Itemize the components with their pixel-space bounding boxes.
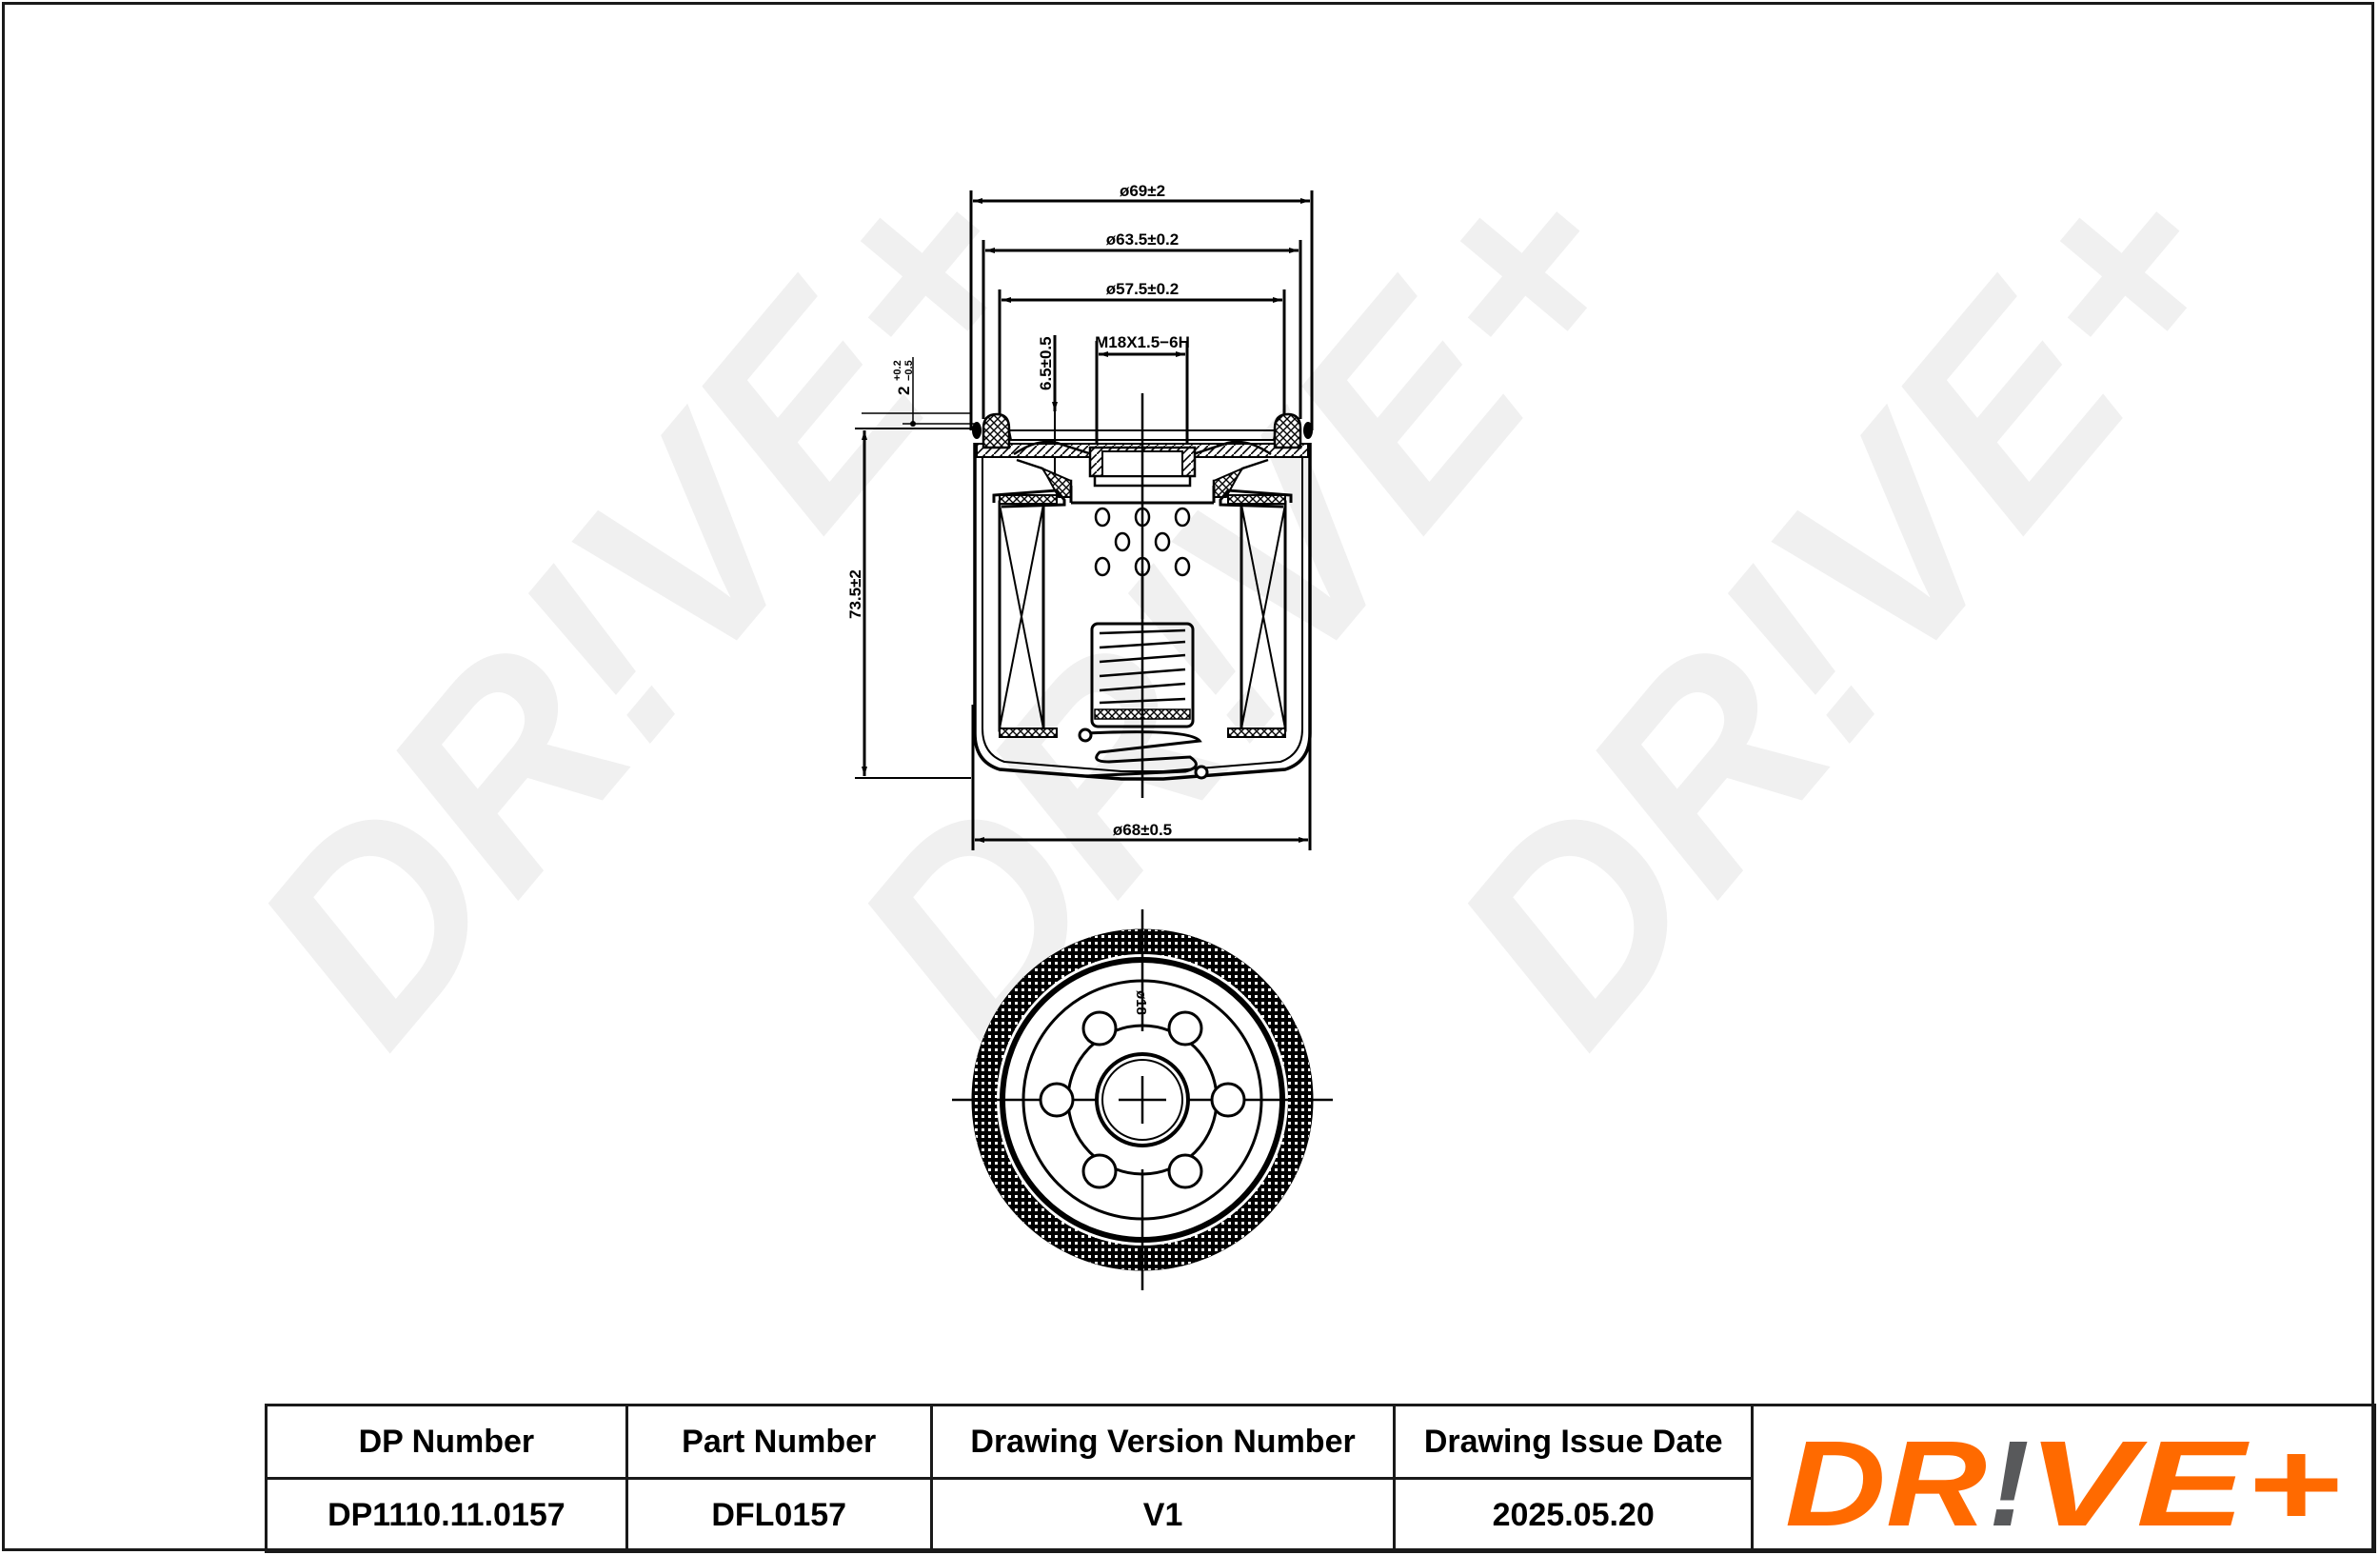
- svg-text:73.5±2: 73.5±2: [846, 569, 864, 619]
- dim-gasket-inner-diameter: ø57.5±0.2: [998, 280, 1286, 419]
- dim-overall-height: 73.5±2: [846, 428, 971, 779]
- value-dp-number: DP1110.11.0157: [265, 1477, 628, 1553]
- dim-thread-depth: 6.5±0.5: [1037, 335, 1058, 486]
- header-issue-date: Drawing Issue Date: [1393, 1404, 1754, 1480]
- base-spring: [1078, 728, 1209, 780]
- brand-logo: DR ! VE+: [1754, 1426, 2373, 1531]
- value-part-number: DFL0157: [625, 1477, 933, 1553]
- value-issue-date: 2025.05.20: [1393, 1477, 1754, 1553]
- dim-outer-diameter: ø69±2: [969, 182, 1314, 430]
- dim-gasket-height: 2 +0.2 −0.5: [862, 357, 976, 427]
- side-view: ø69±2 ø63.5±0.2 ø57.5±0.2 M18X1.5−6H 6.: [846, 182, 1314, 850]
- svg-text:VE+: VE+: [2027, 1426, 2341, 1531]
- svg-text:DR: DR: [1785, 1426, 1987, 1531]
- svg-text:−0.5: −0.5: [903, 360, 915, 381]
- svg-text:6.5±0.5: 6.5±0.5: [1037, 336, 1055, 390]
- svg-text:ø69±2: ø69±2: [1120, 182, 1165, 200]
- svg-text:ø68±0.5: ø68±0.5: [1113, 821, 1172, 839]
- filter-element-left: [992, 488, 1066, 738]
- header-part-number: Part Number: [625, 1404, 933, 1480]
- svg-text:M18X1.5−6H: M18X1.5−6H: [1095, 333, 1190, 351]
- header-drawing-version: Drawing Version Number: [929, 1404, 1397, 1480]
- header-dp-number: DP Number: [265, 1404, 628, 1480]
- inlet-holes: [1039, 1010, 1246, 1189]
- value-drawing-version: V1: [929, 1477, 1397, 1553]
- svg-text:2: 2: [895, 387, 913, 395]
- svg-text:!: !: [1989, 1426, 2030, 1531]
- filter-element-right: [1219, 488, 1293, 738]
- dim-gasket-outer-diameter: ø63.5±0.2: [982, 230, 1302, 419]
- svg-text:+0.2: +0.2: [892, 360, 903, 381]
- svg-text:ø57.5±0.2: ø57.5±0.2: [1106, 280, 1179, 298]
- top-view: ø18: [952, 909, 1333, 1290]
- title-block: DP Number Part Number Drawing Version Nu…: [265, 1404, 2377, 1553]
- svg-text:ø63.5±0.2: ø63.5±0.2: [1106, 230, 1179, 249]
- logo-cell: DR ! VE+: [1750, 1404, 2377, 1553]
- svg-text:ø18: ø18: [1133, 990, 1149, 1015]
